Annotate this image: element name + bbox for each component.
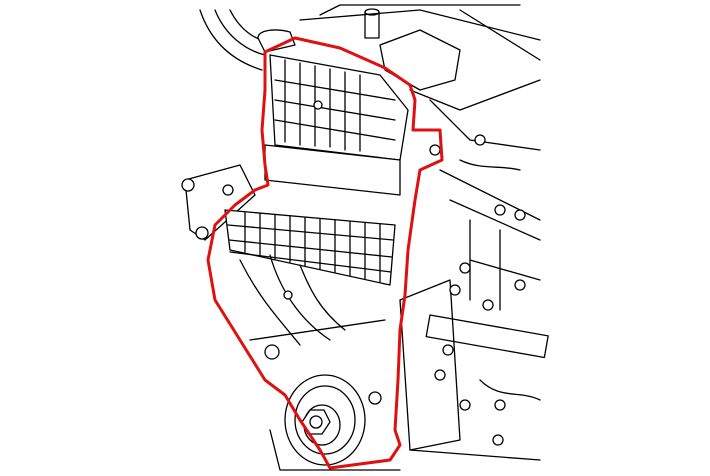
bolts: [429, 134, 526, 446]
timing-cover-grille: [224, 54, 409, 360]
highlighted-timing-cover-outline: [206, 36, 444, 470]
crankshaft-pulley: [269, 374, 401, 471]
engine-block-lines: [181, 4, 549, 461]
